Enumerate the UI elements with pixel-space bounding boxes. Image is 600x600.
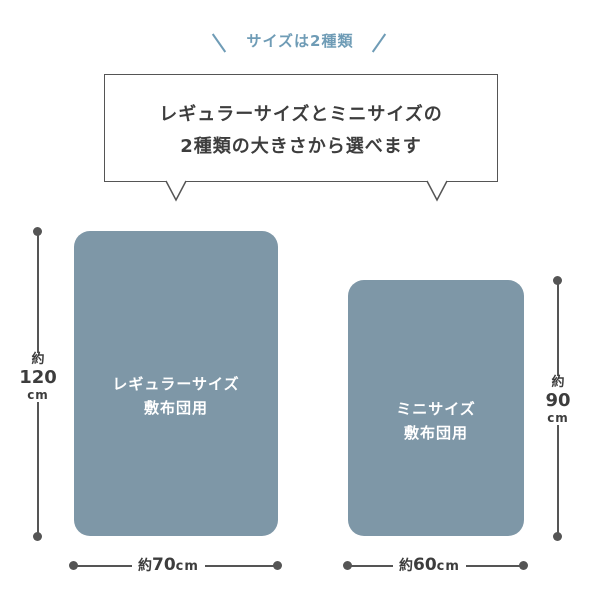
mini-width-label: 約60cm bbox=[393, 555, 466, 575]
mini-width-dot-right bbox=[519, 561, 528, 570]
speech-bubble: レギュラーサイズとミニサイズの 2種類の大きさから選べます bbox=[104, 74, 498, 182]
regular-futon-sublabel: 敷布団用 bbox=[143, 399, 208, 417]
mini-width-unit: cm bbox=[436, 559, 460, 574]
regular-futon-label: レギュラーサイズ bbox=[112, 375, 240, 393]
regular-height-unit: cm bbox=[27, 387, 49, 402]
tagline-text: サイズは2種類 bbox=[246, 32, 354, 50]
mini-height-dot-top bbox=[553, 276, 562, 285]
size-tagline: サイズは2種類 bbox=[0, 22, 600, 62]
mini-futon: ミニサイズ 敷布団用 bbox=[348, 280, 524, 536]
regular-width-label: 約70cm bbox=[132, 555, 205, 575]
mini-height-unit: cm bbox=[547, 410, 569, 425]
mini-height-prefix: 約 bbox=[551, 375, 565, 390]
regular-width-dot-left bbox=[69, 561, 78, 570]
mini-height-value: 90 bbox=[545, 389, 571, 411]
mini-width-prefix: 約 bbox=[399, 558, 413, 574]
regular-width-dot-right bbox=[273, 561, 282, 570]
mini-width-dot-left bbox=[343, 561, 352, 570]
regular-width-value: 70 bbox=[152, 555, 176, 575]
mini-futon-sublabel: 敷布団用 bbox=[403, 424, 468, 442]
bubble-tail-right bbox=[426, 180, 448, 202]
regular-width-prefix: 約 bbox=[138, 558, 152, 574]
mini-height-label: 約 90 cm bbox=[538, 375, 578, 426]
regular-height-prefix: 約 bbox=[31, 352, 45, 367]
regular-futon: レギュラーサイズ 敷布団用 bbox=[74, 231, 278, 536]
bubble-line-1: レギュラーサイズとミニサイズの bbox=[159, 104, 443, 125]
regular-height-dot-top bbox=[33, 227, 42, 236]
regular-height-label: 約 120 cm bbox=[18, 352, 58, 403]
bubble-tail-left bbox=[165, 180, 187, 202]
regular-height-value: 120 bbox=[19, 366, 57, 388]
mini-height-dot-bottom bbox=[553, 532, 562, 541]
bubble-line-2: 2種類の大きさから選べます bbox=[180, 136, 422, 157]
regular-width-unit: cm bbox=[175, 559, 199, 574]
mini-width-value: 60 bbox=[413, 555, 437, 575]
regular-height-dot-bottom bbox=[33, 532, 42, 541]
mini-futon-label: ミニサイズ bbox=[396, 400, 476, 418]
